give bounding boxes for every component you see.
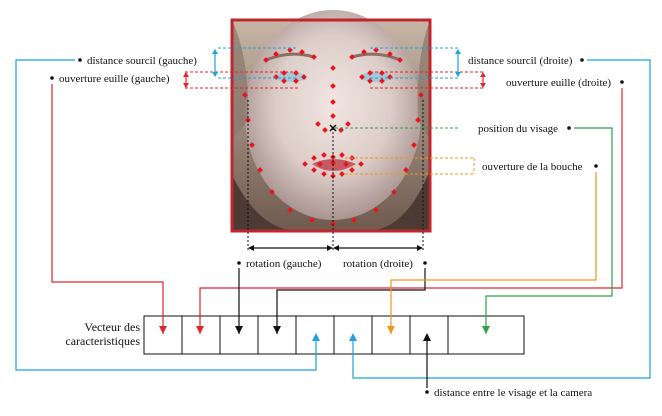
landmark-point — [315, 121, 321, 127]
landmark-point — [330, 99, 336, 105]
landmark-point — [321, 152, 327, 158]
landmark-point — [317, 161, 323, 167]
landmark-point — [351, 217, 357, 223]
connector-face-position — [485, 127, 613, 334]
landmark-point — [358, 161, 364, 167]
vector-title-line2: caracteristiques — [65, 334, 140, 348]
label-eye-right: ouverture euille (droite) — [506, 77, 611, 89]
connector-brow-left — [15, 59, 317, 371]
landmark-point — [309, 217, 315, 223]
connector-eye-left — [51, 84, 164, 334]
landmark-point — [330, 113, 336, 119]
label-rot-right: rotation (droite) — [343, 258, 413, 270]
feature-vector-title: Vecteur des caracteristiques — [65, 320, 140, 348]
face-photo — [230, 10, 432, 233]
landmark-point — [367, 78, 373, 84]
landmark-point — [403, 167, 409, 173]
landmark-point — [330, 83, 336, 89]
landmark-point — [257, 167, 263, 173]
landmark-point — [418, 92, 424, 98]
measurement-guides — [185, 47, 483, 252]
connectors — [15, 59, 651, 388]
landmark-point — [322, 127, 328, 133]
measurement-arrows — [183, 49, 486, 251]
landmark-point — [311, 155, 317, 161]
landmark-point — [339, 152, 345, 158]
label-rot-left: rotation (gauche) — [246, 258, 322, 270]
bullet-rot-right — [423, 261, 427, 265]
vector-cell — [295, 315, 335, 355]
vector-cell — [409, 315, 449, 355]
vector-title-line1: Vecteur des — [84, 320, 140, 334]
bullet-eye-left — [50, 76, 54, 80]
label-camera-distance: distance entre le visage et la camera — [434, 387, 592, 399]
landmark-point — [287, 207, 293, 213]
bullet-mouth — [594, 164, 598, 168]
landmark-point — [339, 171, 345, 177]
bullet-eye-right — [620, 80, 624, 84]
landmark-point — [391, 189, 397, 195]
landmark-point — [330, 65, 336, 71]
landmark-point — [249, 142, 255, 148]
landmark-point — [379, 78, 385, 84]
label-brow-right: distance sourcil (droite) — [468, 55, 573, 67]
vector-cell — [181, 315, 221, 355]
landmark-point — [311, 167, 317, 173]
label-mouth: ouverture de la bouche — [482, 161, 583, 173]
landmark-point — [269, 189, 275, 195]
bullet-camera-distance — [425, 390, 429, 394]
bullet-rot-left — [237, 261, 241, 265]
feature-vector — [143, 315, 525, 355]
feature-labels: distance sourcil (gauche) ouverture euil… — [50, 55, 624, 399]
bullet-face-position — [567, 126, 571, 130]
landmark-point — [415, 117, 421, 123]
landmark-point — [373, 207, 379, 213]
connector-rot-right — [276, 268, 426, 334]
landmark-point — [302, 161, 308, 167]
face-position-marker — [329, 124, 337, 132]
bullet-brow-right — [580, 58, 584, 62]
landmark-point — [338, 127, 344, 133]
landmark-point — [345, 121, 351, 127]
connector-mouth — [390, 172, 597, 334]
photo-border — [230, 18, 432, 233]
bullet-brow-left — [78, 58, 82, 62]
landmark-point — [349, 167, 355, 173]
landmark-point — [330, 160, 336, 166]
landmark-point — [301, 74, 307, 80]
label-face-position: position du visage — [478, 123, 558, 135]
landmark-point — [242, 92, 248, 98]
connector-eye-right — [199, 88, 623, 334]
landmark-point — [281, 78, 287, 84]
label-brow-left: distance sourcil (gauche) — [87, 55, 197, 67]
connector-brow-right — [352, 59, 651, 379]
label-eye-left: ouverture euille (gauche) — [59, 73, 170, 85]
landmark-point — [411, 142, 417, 148]
landmark-point — [343, 161, 349, 167]
landmark-point — [321, 171, 327, 177]
landmark-point — [359, 74, 365, 80]
landmark-point — [293, 78, 299, 84]
